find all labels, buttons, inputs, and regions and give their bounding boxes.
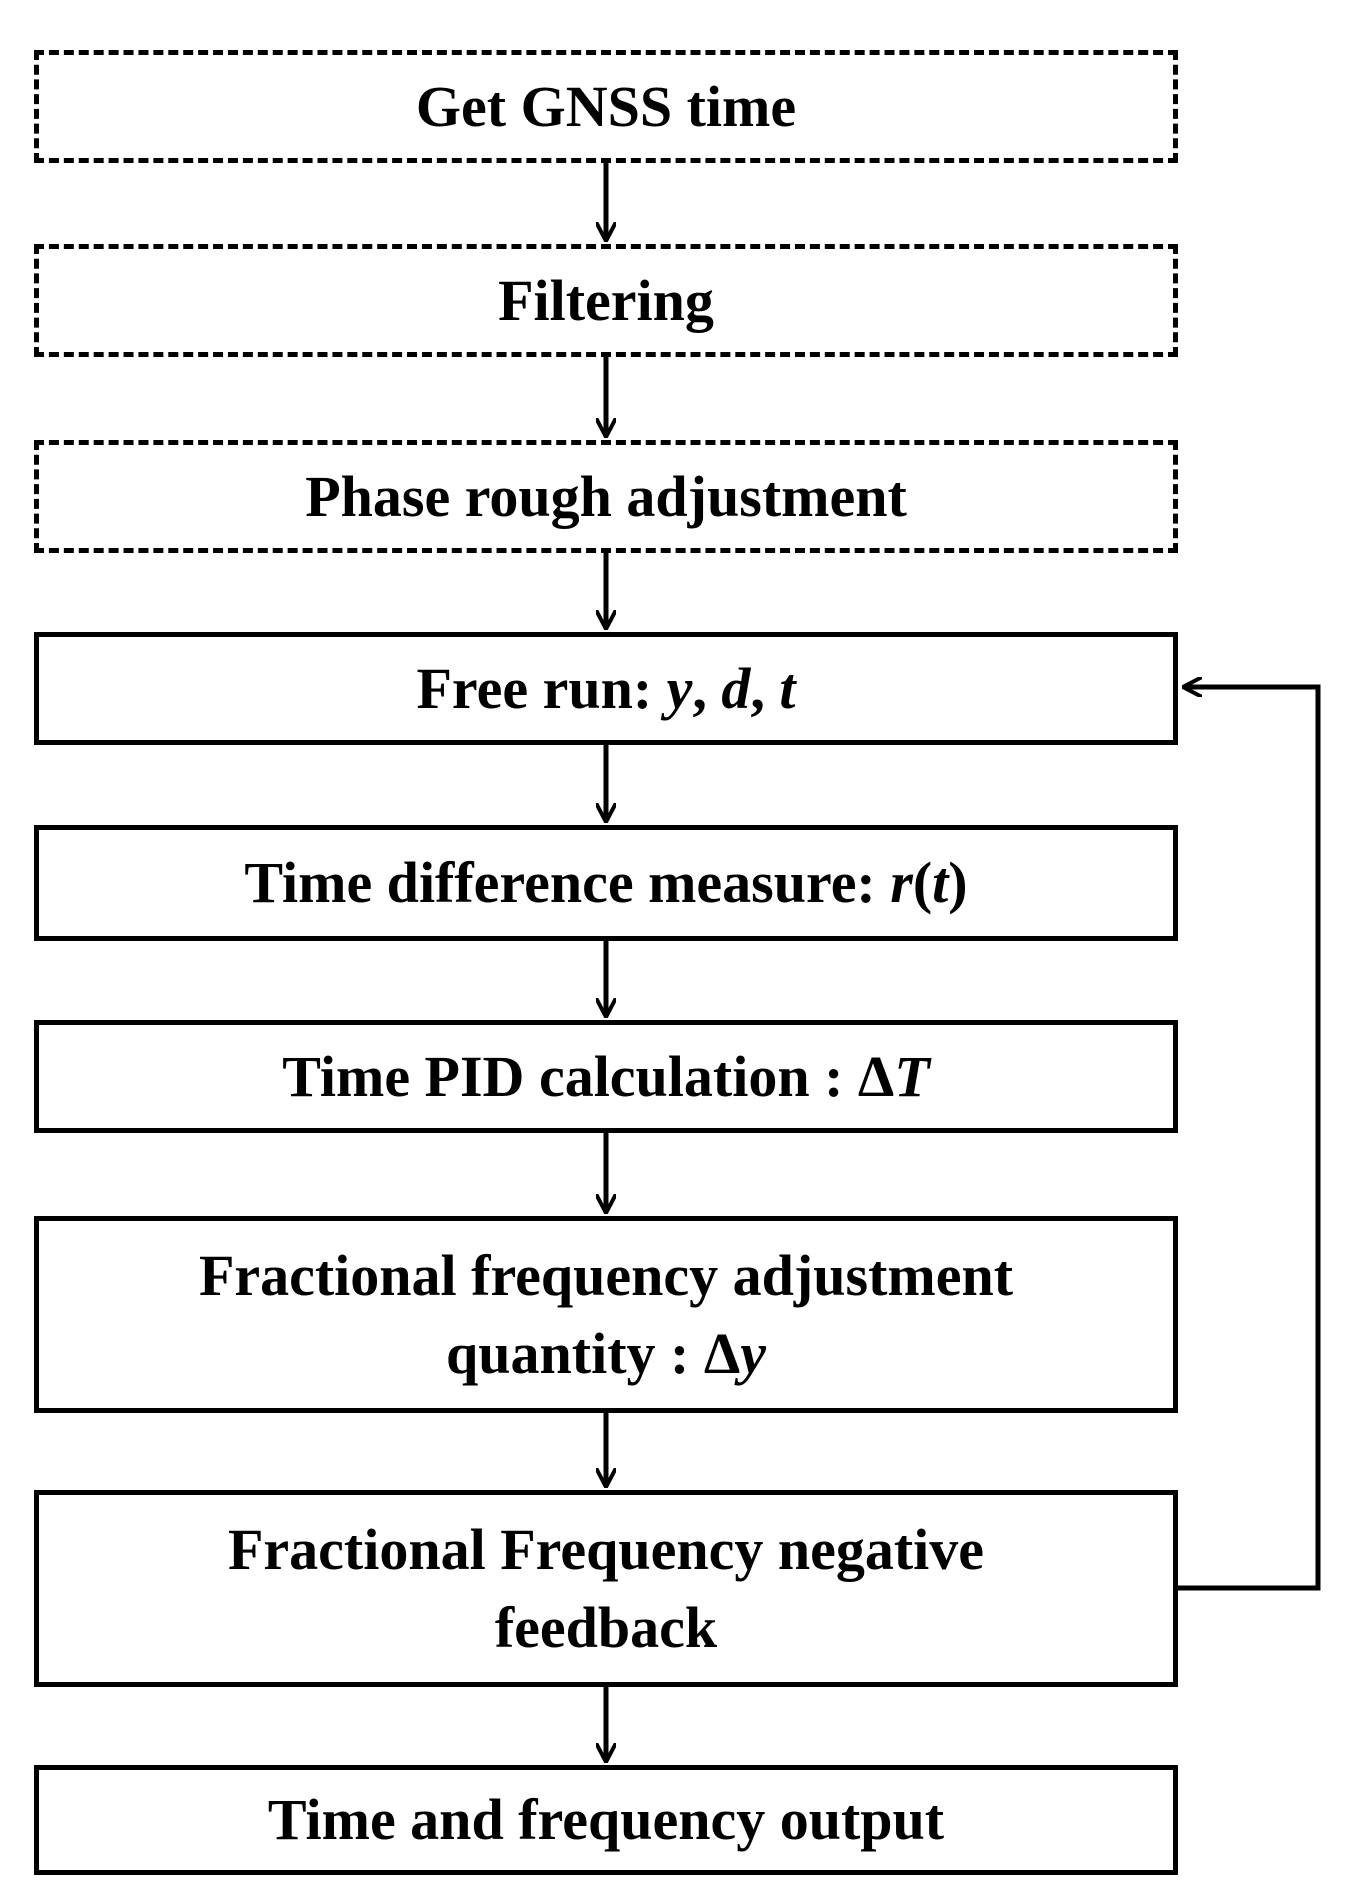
variable-t: t xyxy=(779,655,796,721)
step-time-pid-calculation: Time PID calculation : ΔT xyxy=(34,1020,1178,1133)
paren-open: ( xyxy=(912,850,933,915)
feedback-loop-arrow xyxy=(1178,687,1321,1591)
step-label-line2: quantity : Δy xyxy=(446,1315,766,1393)
step-time-difference-measure: Time difference measure: r(t) xyxy=(34,825,1178,941)
step-label: Filtering xyxy=(498,267,714,333)
variable-y: y xyxy=(666,655,693,721)
variable-r: r xyxy=(890,850,913,915)
step-label: Time difference measure: r(t) xyxy=(244,844,967,922)
label-prefix: Time difference measure: xyxy=(244,850,891,915)
variable-d: d xyxy=(721,655,751,721)
separator: , xyxy=(750,655,780,721)
variable-T: T xyxy=(894,1043,930,1109)
separator: , xyxy=(692,655,722,721)
step-fractional-frequency-adjustment: Fractional frequency adjustment quantity… xyxy=(34,1216,1178,1413)
step-phase-rough-adjustment: Phase rough adjustment xyxy=(34,440,1178,553)
step-label-line1: Fractional frequency adjustment xyxy=(198,1242,1014,1308)
step-label: Get GNSS time xyxy=(415,73,797,139)
step-label: Free run: y, d, t xyxy=(416,650,795,728)
step-filtering: Filtering xyxy=(34,244,1178,357)
step-free-run: Free run: y, d, t xyxy=(34,632,1178,745)
step-label: Time and frequency output xyxy=(267,1787,945,1852)
step-time-frequency-output: Time and frequency output xyxy=(34,1765,1178,1875)
label-prefix: Time PID calculation : xyxy=(282,1043,858,1109)
variable-t: t xyxy=(932,850,949,915)
step-get-gnss-time: Get GNSS time xyxy=(34,50,1178,163)
step-label: Time PID calculation : ΔT xyxy=(282,1038,929,1116)
step-negative-feedback: Fractional Frequency negative feedback xyxy=(34,1490,1178,1687)
step-label: Phase rough adjustment xyxy=(305,463,907,529)
delta-symbol: Δ xyxy=(703,1320,741,1386)
variable-y: y xyxy=(740,1320,766,1386)
label-prefix: quantity : xyxy=(446,1320,704,1386)
label-prefix: Free run: xyxy=(416,655,667,721)
paren-close: ) xyxy=(948,850,968,915)
step-label-line1: Fractional Frequency negative xyxy=(227,1516,984,1582)
step-label-line2: feedback xyxy=(494,1594,718,1660)
delta-symbol: Δ xyxy=(857,1043,895,1109)
